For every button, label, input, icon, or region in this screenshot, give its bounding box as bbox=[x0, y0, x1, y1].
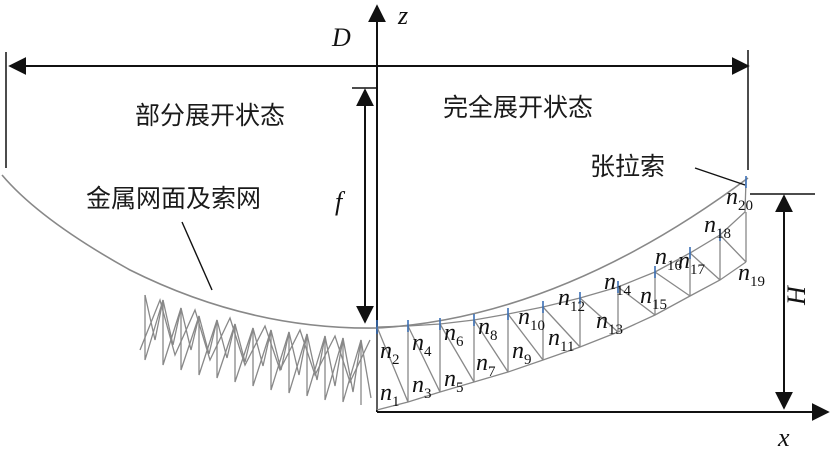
metal-mesh-label: 金属网面及索网 bbox=[86, 184, 261, 213]
node-label: n5 bbox=[444, 366, 464, 396]
node-label: n11 bbox=[548, 325, 574, 355]
node-label: n6 bbox=[444, 320, 464, 350]
node-label: n16 bbox=[655, 244, 683, 274]
diameter-label: D bbox=[331, 23, 351, 52]
node-label: n19 bbox=[738, 260, 765, 290]
node-label: n18 bbox=[704, 212, 731, 242]
cable-ties bbox=[376, 176, 747, 334]
node-label: n10 bbox=[518, 304, 545, 334]
node-label: n12 bbox=[558, 285, 585, 315]
tension-cable-leader bbox=[694, 167, 746, 186]
focal-depth-label: f bbox=[335, 187, 346, 216]
tension-cable-label: 张拉索 bbox=[590, 152, 665, 181]
partial-state-label: 部分展开状态 bbox=[135, 101, 285, 130]
height-label: H bbox=[782, 285, 811, 306]
folded-truss bbox=[139, 294, 372, 405]
reflector-surface-curve bbox=[1, 174, 749, 329]
metal-mesh-leader bbox=[181, 221, 213, 291]
x-axis-label: x bbox=[777, 423, 790, 452]
node-label: n8 bbox=[478, 314, 498, 344]
node-label: n9 bbox=[512, 338, 532, 368]
node-label: n17 bbox=[678, 248, 706, 278]
node-label: n2 bbox=[380, 338, 400, 368]
node-label: n4 bbox=[412, 330, 432, 360]
node-label: n1 bbox=[380, 380, 400, 410]
node-label: n20 bbox=[726, 184, 753, 214]
full-state-label: 完全展开状态 bbox=[443, 93, 593, 122]
node-label: n13 bbox=[596, 308, 623, 338]
node-label: n7 bbox=[476, 350, 496, 380]
node-labels: n1 n2 n3 n4 n5 n6 n7 n8 n9 n10 n11 n12 n… bbox=[380, 184, 765, 410]
node-label: n3 bbox=[412, 372, 432, 402]
node-label: n14 bbox=[604, 269, 632, 299]
node-label: n15 bbox=[640, 283, 667, 313]
z-axis-label: z bbox=[397, 1, 408, 30]
